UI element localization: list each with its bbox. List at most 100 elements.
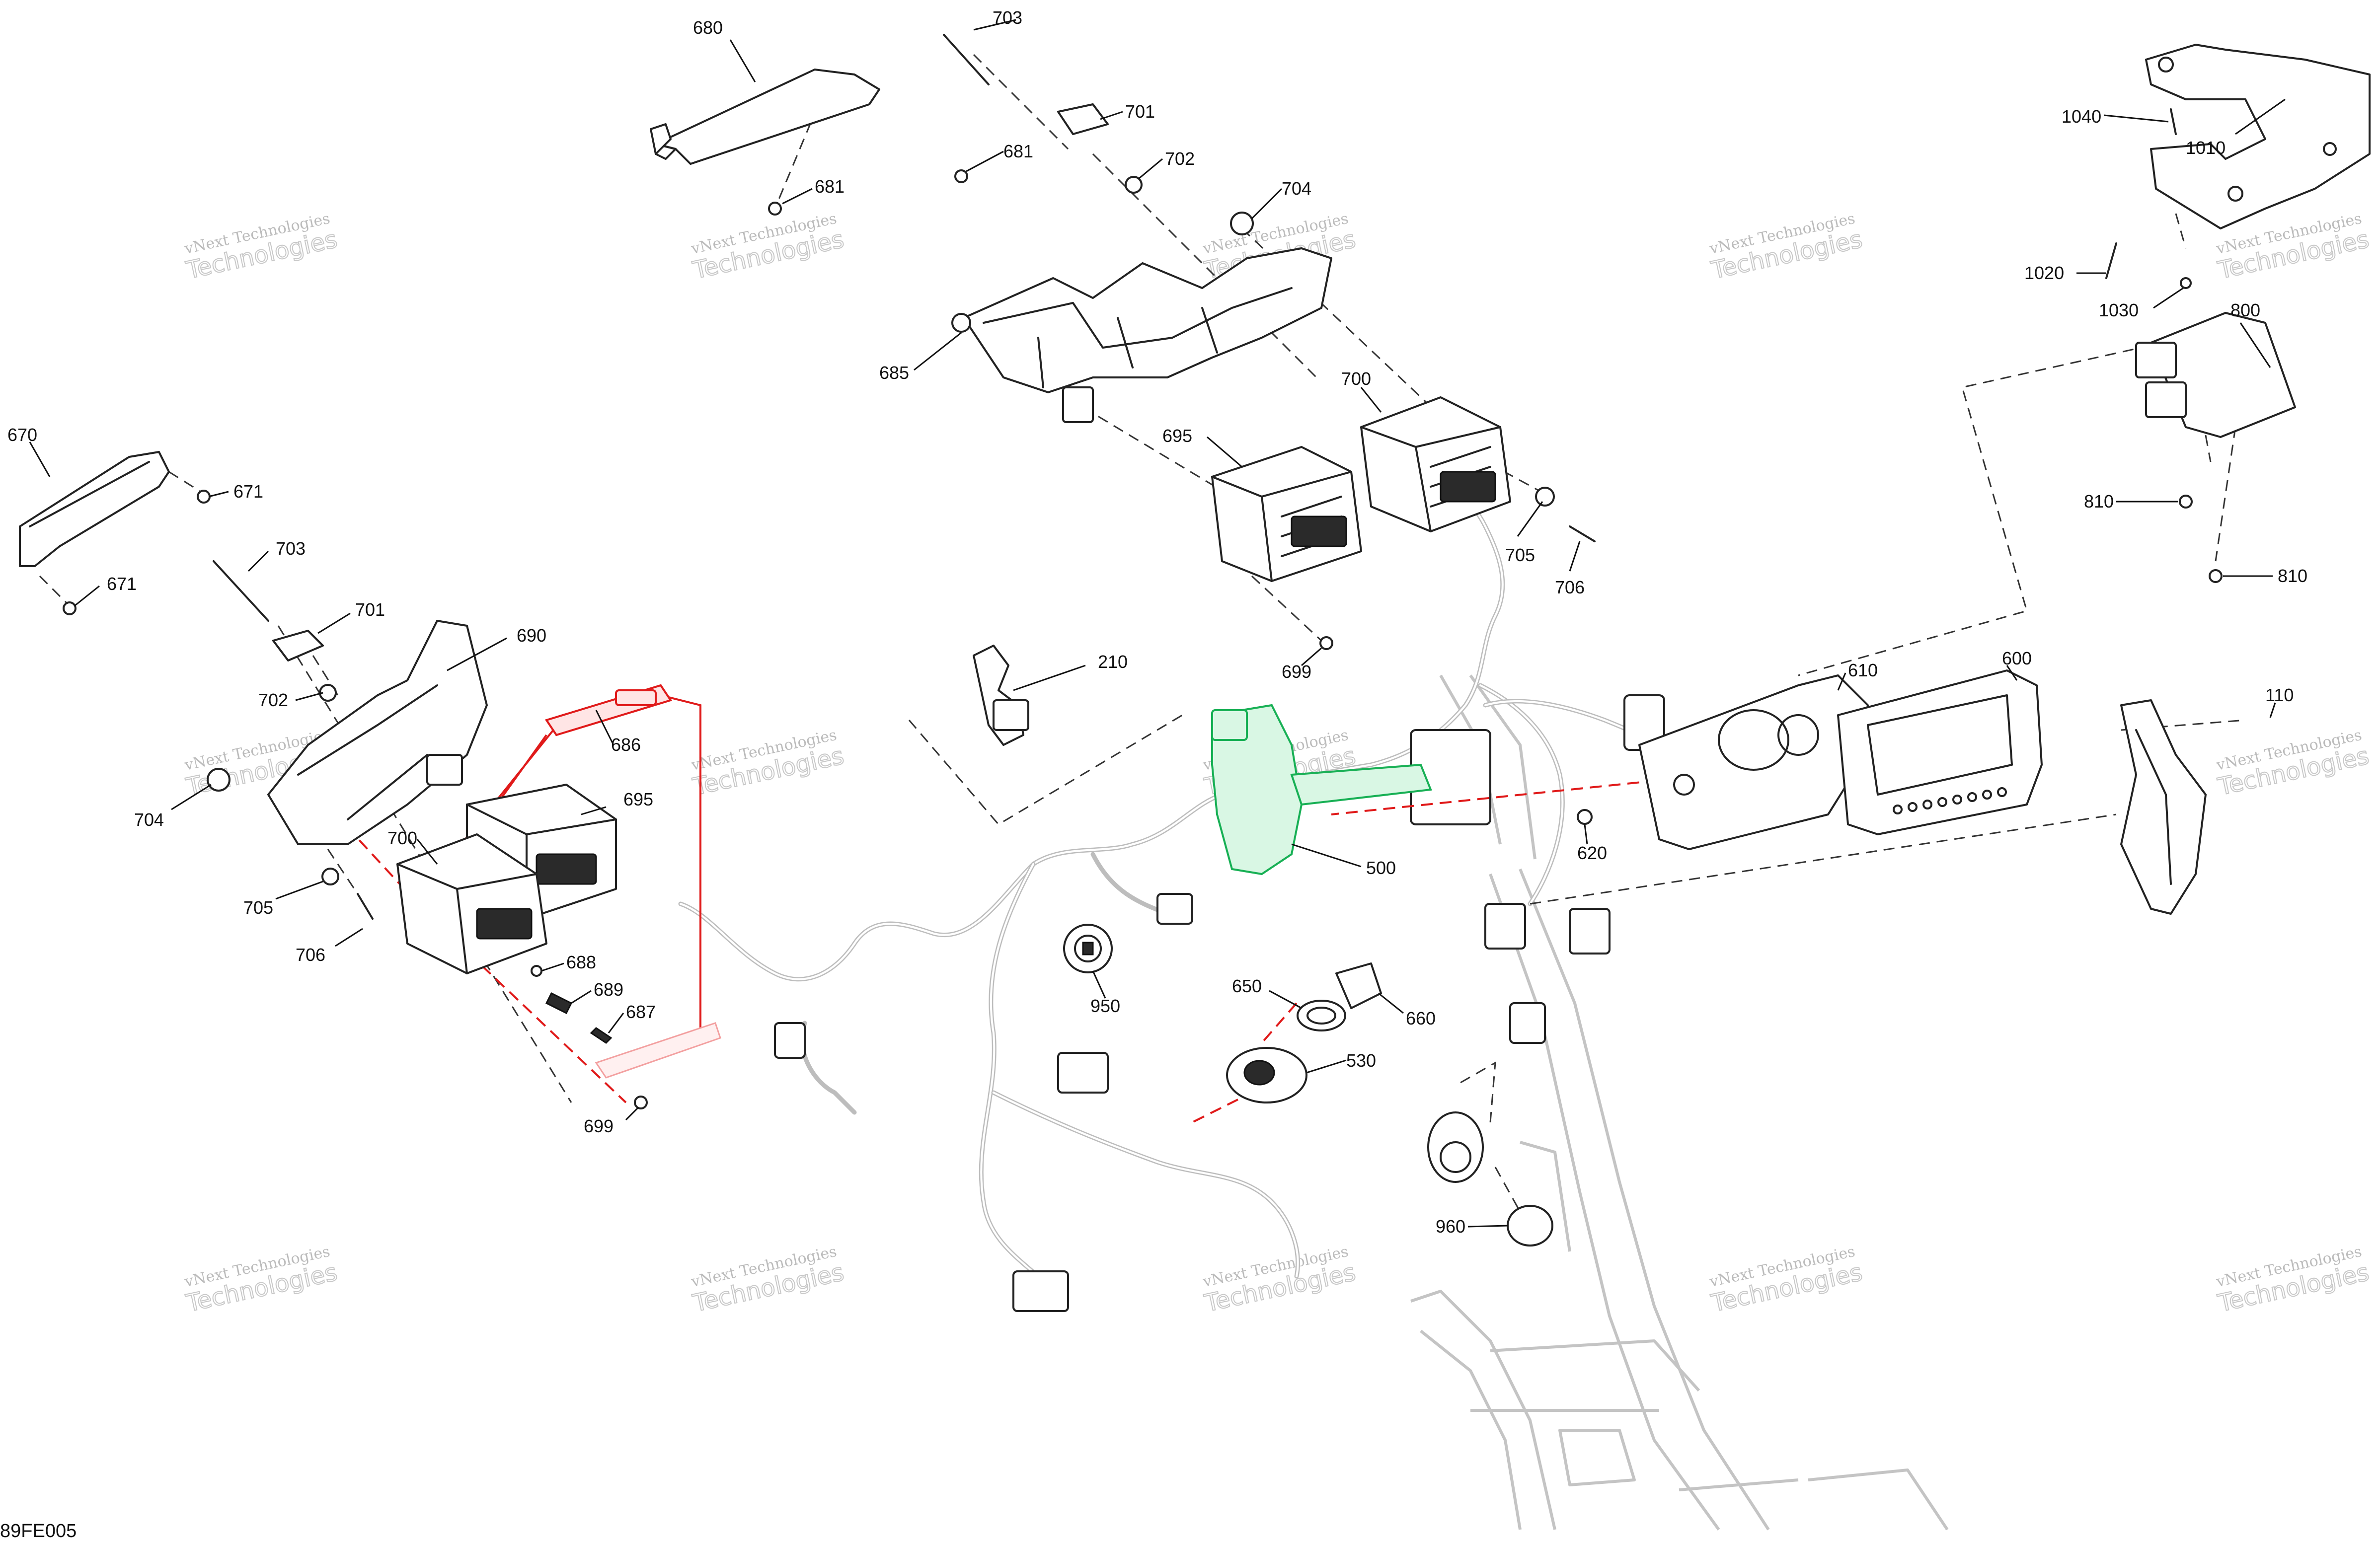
part-706-screw — [357, 893, 374, 920]
callout-800: 800 — [2230, 300, 2260, 320]
part-703-bolt — [943, 34, 990, 85]
callout-700: 700 — [1341, 368, 1371, 389]
assembly-lines — [39, 54, 2246, 1212]
part-703-bolt — [213, 560, 269, 622]
part-681-screw — [954, 169, 968, 183]
callout-701: 701 — [355, 599, 385, 620]
part-689-spring — [545, 992, 573, 1015]
part-688-pin — [531, 965, 542, 977]
part-702-nut — [1125, 176, 1143, 194]
callout-810: 810 — [2278, 566, 2307, 586]
part-680-bracket — [650, 69, 880, 165]
part-700-light-module-upper — [1360, 396, 1511, 532]
part-702-nut — [319, 684, 337, 702]
harness-connector — [1156, 893, 1193, 925]
part-960-socket — [1427, 1111, 1553, 1247]
part-671-screw — [197, 490, 211, 504]
part-610-cluster-housing — [1577, 674, 1869, 850]
watermark: vNext Technologies Technologies — [183, 1243, 340, 1318]
watermark: vNext Technologies Technologies — [183, 210, 340, 285]
callout-600: 600 — [2002, 648, 2032, 668]
callout-681: 681 — [1003, 141, 1033, 161]
display-buttons — [1893, 787, 2007, 814]
callout-689: 689 — [594, 979, 623, 1000]
watermark: vNext Technologies Technologies — [1708, 1243, 1865, 1318]
callout-705: 705 — [243, 897, 273, 918]
callout-670: 670 — [7, 425, 37, 445]
module-connector — [2145, 381, 2187, 418]
callout-704: 704 — [1282, 178, 1311, 199]
callout-701: 701 — [1125, 101, 1155, 122]
module-connector — [476, 908, 533, 940]
part-699-screw — [1319, 636, 1333, 650]
callout-703: 703 — [993, 7, 1022, 28]
part-950-socket — [1063, 924, 1113, 973]
part-500-switch-highlight — [1211, 704, 1432, 876]
callout-704: 704 — [134, 809, 164, 830]
part-671-screw — [63, 601, 77, 615]
callout-610: 610 — [1848, 660, 1878, 680]
part-704-grommet — [1230, 212, 1254, 235]
callout-702: 702 — [1165, 148, 1195, 169]
part-690-bracket — [267, 620, 488, 845]
callout-681: 681 — [815, 176, 845, 197]
part-600-display — [1837, 669, 2043, 835]
part-1020-screw — [2105, 242, 2117, 279]
module-connector — [1291, 515, 1347, 547]
part-695-light-module-upper — [1211, 446, 1362, 582]
part-810-screw — [2209, 569, 2223, 583]
watermark: vNext Technologies Technologies — [2215, 727, 2372, 802]
callout-703: 703 — [276, 538, 306, 559]
callout-620: 620 — [1577, 843, 1607, 863]
fasteners-left — [207, 768, 648, 1109]
part-810-screw — [2179, 495, 2193, 509]
callout-706: 706 — [1555, 577, 1585, 597]
callout-695: 695 — [623, 789, 653, 809]
part-620-grommet — [1577, 809, 1593, 825]
part-701-washer — [272, 630, 324, 661]
callout-699: 699 — [584, 1116, 614, 1136]
harness-connector — [1484, 903, 1526, 950]
part-704-grommet — [207, 768, 230, 792]
part-705-washer — [1535, 487, 1555, 507]
callout-960: 960 — [1436, 1216, 1465, 1237]
diagram-code: 89FE005 — [0, 1521, 77, 1542]
callout-530: 530 — [1346, 1050, 1376, 1071]
part-701-washer — [1057, 103, 1109, 135]
part-530-switch — [1226, 1047, 1307, 1103]
bracket-tab — [1062, 386, 1094, 423]
harness-connector — [1569, 908, 1611, 955]
module-connector — [1440, 471, 1496, 503]
watermark: vNext Technologies Technologies — [690, 727, 847, 802]
watermark: vNext Technologies Technologies — [1708, 210, 1865, 285]
part-800-module — [2135, 312, 2296, 583]
watermark: vNext Technologies Technologies — [690, 1243, 847, 1318]
fasteners-top — [768, 34, 1596, 650]
callout-1020: 1020 — [2024, 263, 2064, 283]
callout-1010: 1010 — [2186, 138, 2226, 158]
part-650-ring — [1297, 1000, 1346, 1031]
callout-702: 702 — [258, 690, 288, 710]
bracket-grommet — [951, 313, 971, 333]
callout-695: 695 — [1162, 426, 1192, 446]
part-685-bracket — [951, 247, 1332, 423]
part-681-screw — [768, 202, 782, 216]
callout-950: 950 — [1090, 996, 1120, 1016]
part-670-bracket — [19, 451, 337, 702]
wiring-harness — [678, 474, 1665, 1312]
part-1040-screw — [2170, 108, 2177, 135]
part-706-screw — [1569, 525, 1596, 542]
callout-650: 650 — [1232, 976, 1262, 996]
part-705-washer — [321, 868, 339, 885]
callout-686: 686 — [611, 734, 641, 755]
watermark: vNext Technologies Technologies — [2215, 1243, 2372, 1318]
module-connector — [2135, 342, 2177, 378]
callout-687: 687 — [626, 1002, 656, 1022]
callout-660: 660 — [1406, 1008, 1436, 1028]
callout-810: 810 — [2084, 491, 2114, 512]
callout-1030: 1030 — [2099, 300, 2139, 320]
harness-connector — [1057, 1052, 1109, 1094]
callout-688: 688 — [566, 952, 596, 972]
part-210-clip — [973, 645, 1029, 746]
